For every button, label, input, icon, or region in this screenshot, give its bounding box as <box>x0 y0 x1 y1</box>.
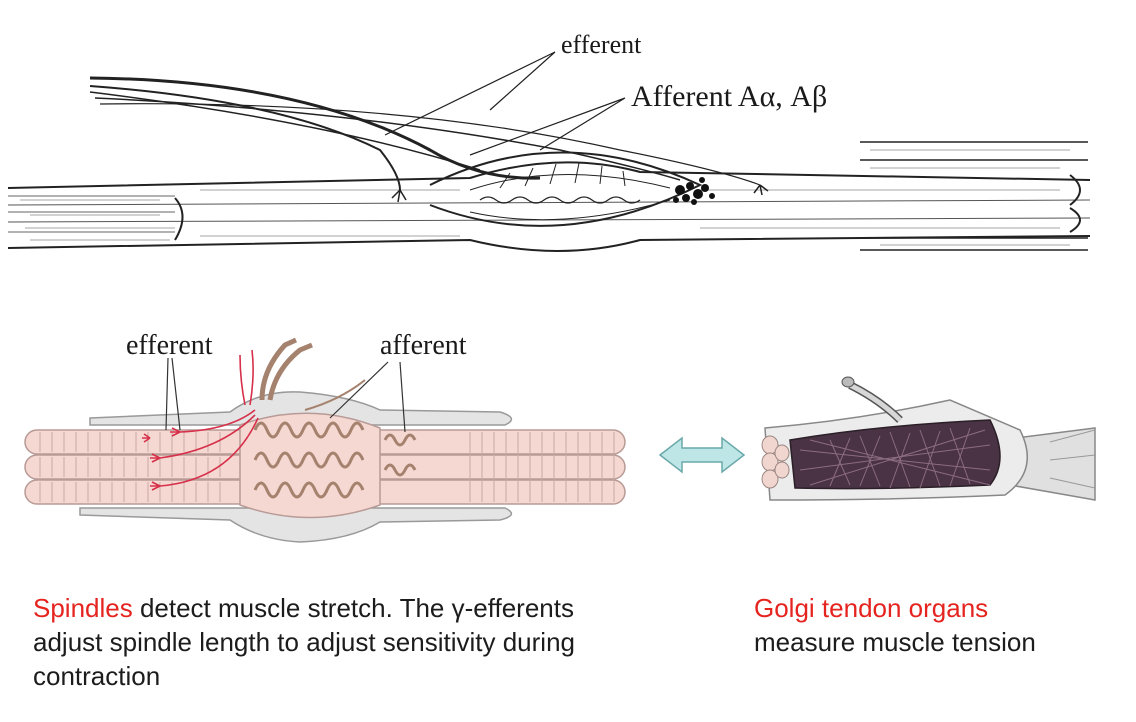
spindle-caption-text: detect muscle stretch. The γ-efferents a… <box>33 593 575 691</box>
golgi-caption: Golgi tendon organs measure muscle tensio… <box>754 591 1134 659</box>
golgi-tendon-organ-illustration <box>761 376 1096 501</box>
spindle-afferent-label: afferent <box>380 330 467 361</box>
golgi-caption-highlight: Golgi tendon organs <box>754 593 989 623</box>
spindle-illustration <box>24 337 626 543</box>
double-headed-arrow-icon <box>658 436 746 474</box>
spindle-efferent-label: efferent <box>126 330 213 361</box>
top-efferent-label: efferent <box>561 30 642 59</box>
golgi-caption-text: measure muscle tension <box>754 627 1036 657</box>
top-afferent-label: Afferent Aα, Aβ <box>631 80 828 113</box>
muscle-fiber-bundle <box>7 51 1091 252</box>
spindle-caption-highlight: Spindles <box>33 593 133 623</box>
spindle-caption: Spindles detect muscle stretch. The γ-ef… <box>33 591 593 693</box>
